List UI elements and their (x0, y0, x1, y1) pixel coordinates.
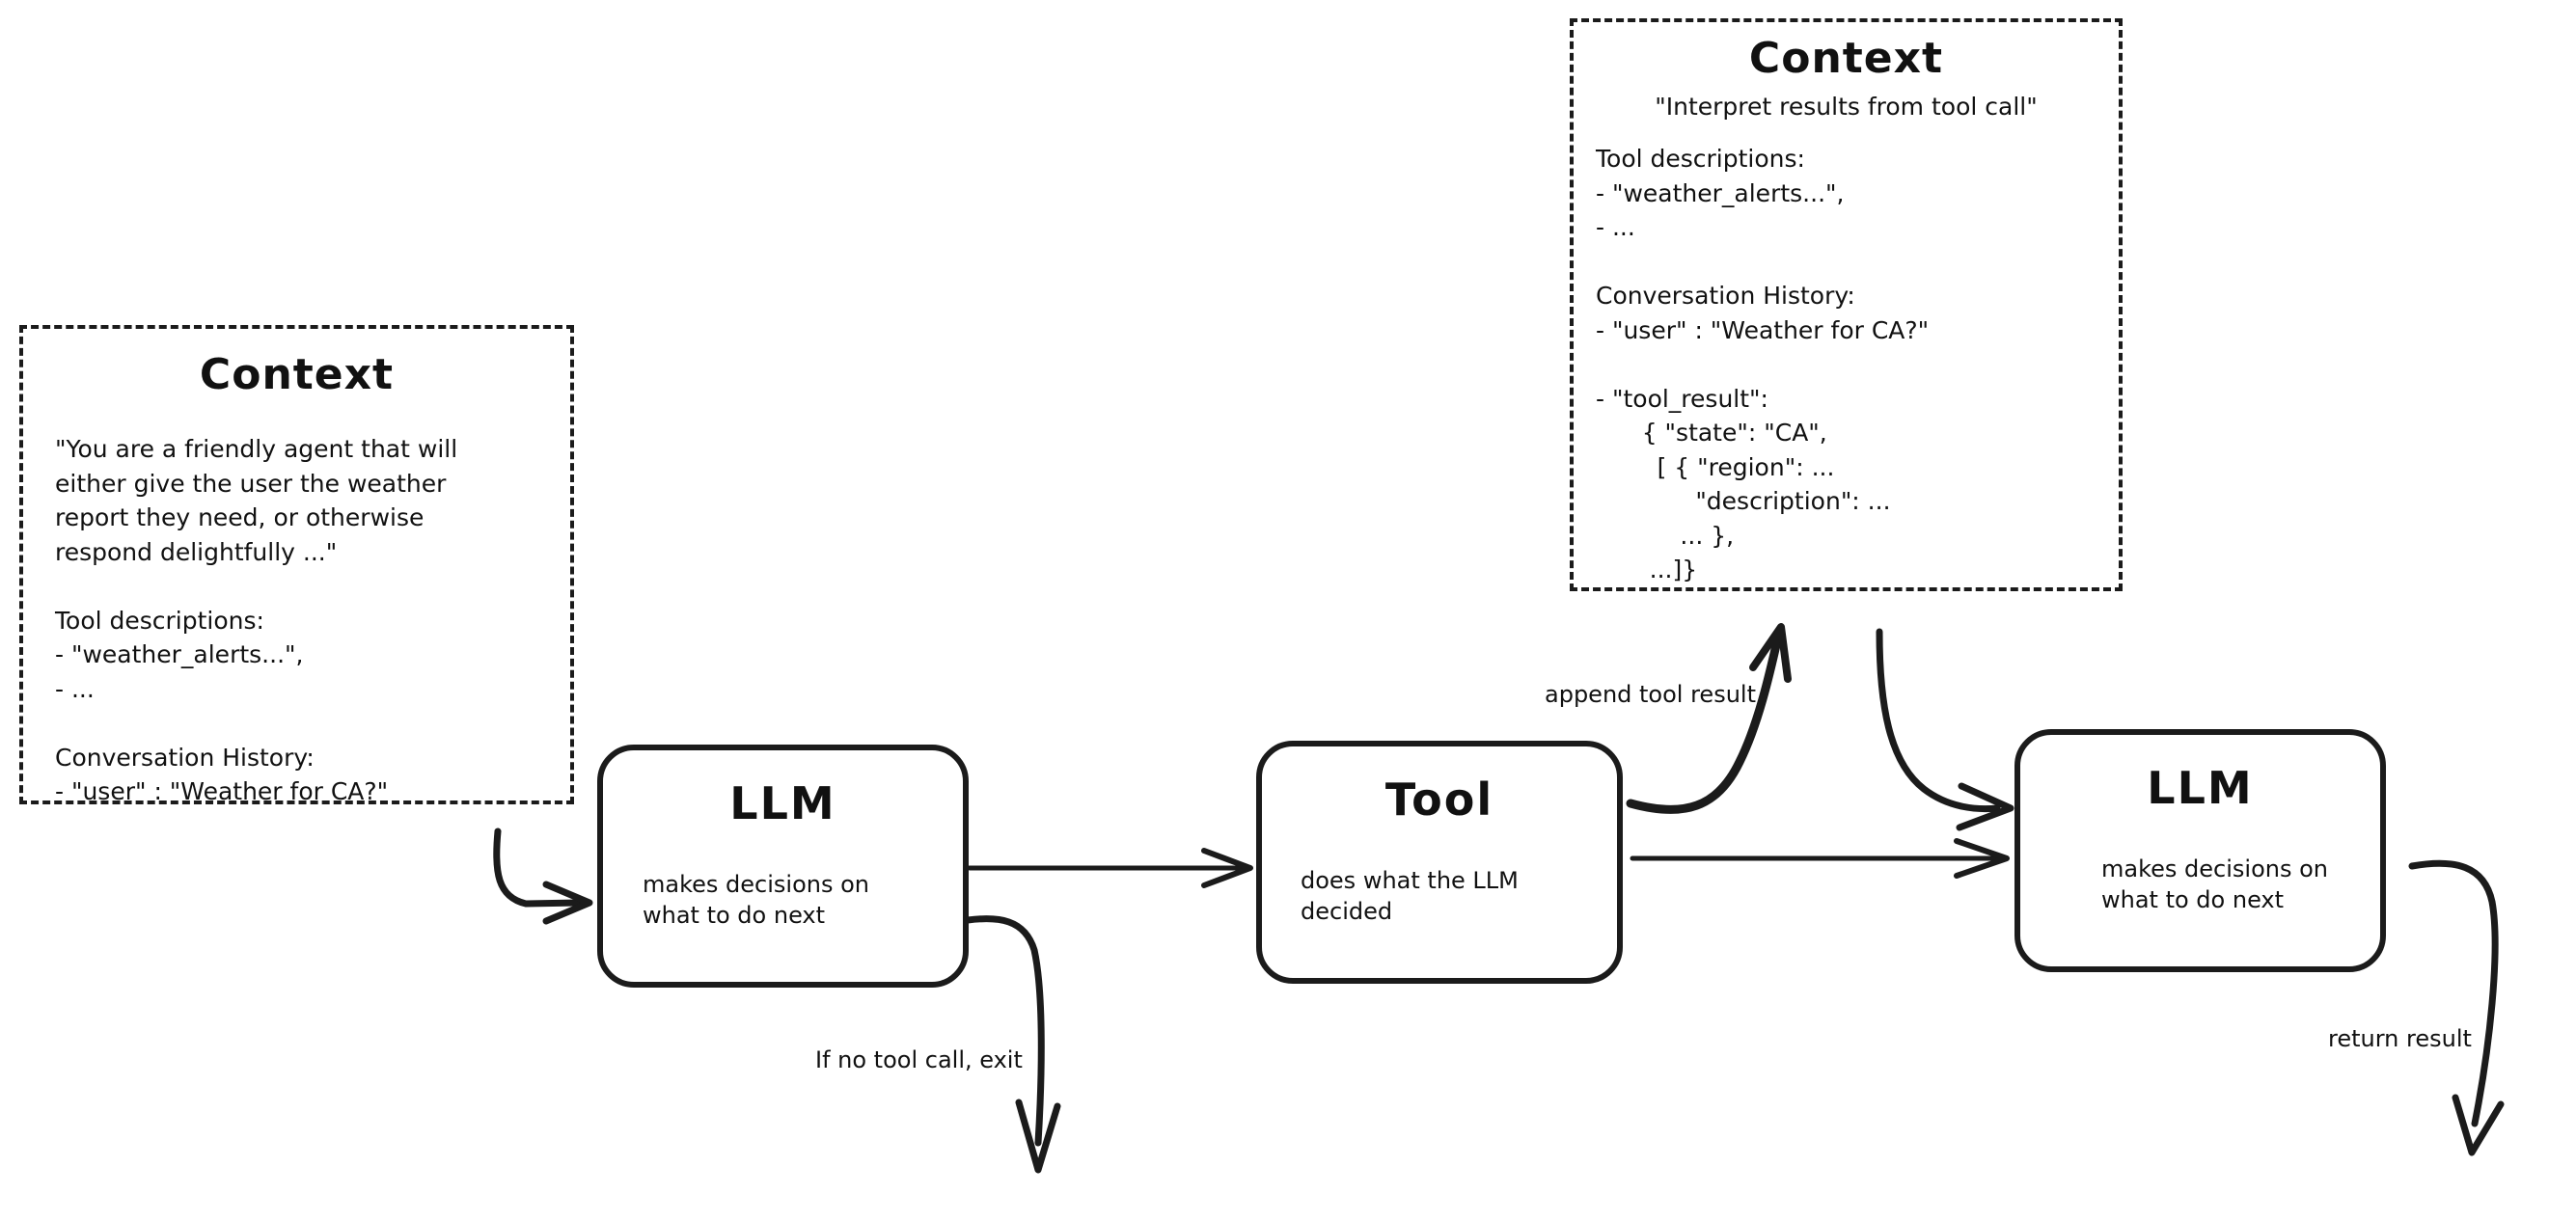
node-tool-subtitle: does what the LLM decided (1301, 867, 1519, 925)
context-right-subtitle: "Interpret results from tool call" (1655, 93, 2038, 121)
node-llm-first[interactable]: LLM makes decisions on what to do next (597, 745, 969, 988)
arrow-context-to-llm (493, 828, 593, 925)
context-right-title: Context (1748, 34, 1944, 83)
arrow-tool-to-llm-second (1630, 838, 2010, 879)
arrow-no-tool-call-exit (964, 915, 1061, 1174)
arrow-append-tool-result (1626, 623, 1792, 814)
context-box-right: Context "Interpret results from tool cal… (1570, 18, 2123, 591)
node-llm-first-title: LLM (729, 777, 836, 829)
context-box-left: Context "You are a friendly agent that w… (19, 325, 574, 805)
node-tool-title: Tool (1384, 773, 1494, 826)
edge-label-no-tool-call-exit: If no tool call, exit (815, 1046, 1023, 1073)
arrow-llm-to-tool (967, 848, 1253, 888)
node-llm-second-subtitle: makes decisions on what to do next (2101, 855, 2328, 913)
arrow-return-result (2408, 859, 2505, 1156)
node-llm-second-title: LLM (2147, 762, 2254, 814)
context-right-body: Tool descriptions: - "weather_alerts..."… (1596, 145, 1930, 583)
context-left-title: Context (199, 350, 395, 399)
node-llm-first-subtitle: makes decisions on what to do next (643, 871, 869, 929)
context-left-body: "You are a friendly agent that will eith… (55, 435, 458, 805)
node-tool[interactable]: Tool does what the LLM decided (1256, 741, 1623, 984)
edge-label-return-result: return result (2328, 1025, 2472, 1052)
node-llm-second[interactable]: LLM makes decisions on what to do next (2014, 729, 2386, 972)
arrow-context-to-llm-second (1876, 628, 2014, 831)
edge-label-append-tool-result: append tool result (1545, 681, 1756, 708)
